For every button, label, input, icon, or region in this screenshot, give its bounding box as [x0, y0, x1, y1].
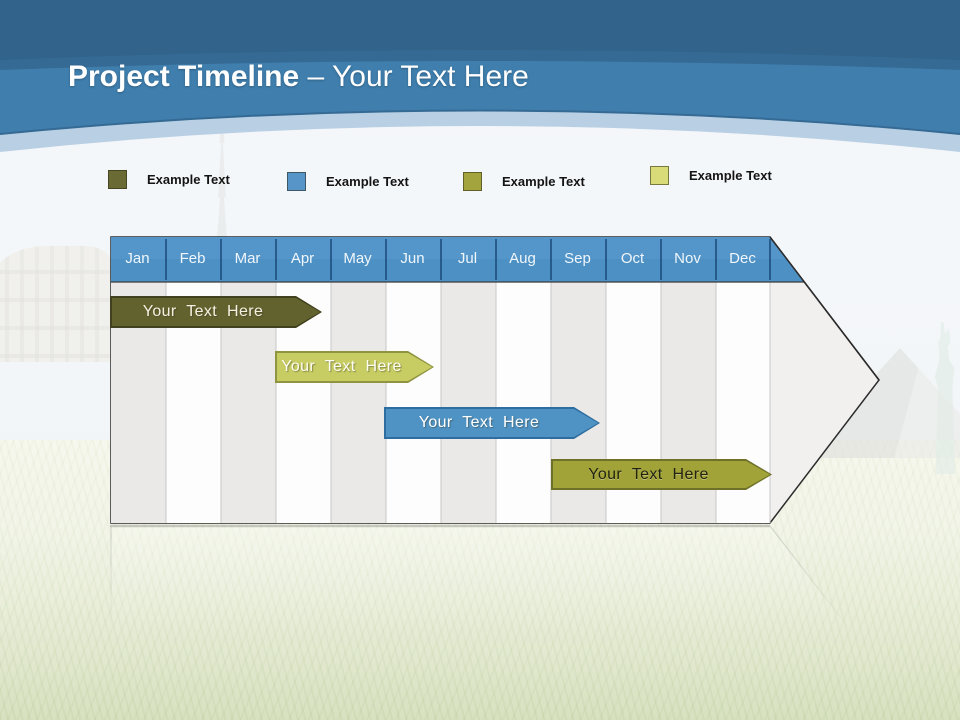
month-cell-feb[interactable]: Feb — [179, 250, 206, 267]
legend-item[interactable]: Example Text — [287, 172, 409, 191]
timeline-chart: Jan Feb Mar Apr May Jun Jul Aug Sep Oct … — [110, 236, 882, 524]
timeline-reflection — [110, 524, 882, 645]
month-cell-mar[interactable]: Mar — [234, 250, 261, 267]
legend-item[interactable]: Example Text — [463, 172, 585, 191]
timeline-bar-1[interactable]: Your Text Here — [110, 296, 322, 328]
legend-item[interactable]: Example Text — [108, 170, 230, 189]
timeline-bar-3-label: Your Text Here — [418, 414, 540, 431]
timeline-bar-4-label: Your Text Here — [588, 465, 709, 483]
month-cell-dec[interactable]: Dec — [729, 250, 756, 267]
timeline-bar-4[interactable]: Your Text Here — [551, 459, 772, 490]
slide-title-rest: – Your Text Here — [299, 60, 529, 93]
month-cell-jul[interactable]: Jul — [457, 250, 478, 267]
timeline-bar-1-fill — [112, 298, 320, 326]
timeline-bar-3-fill — [386, 409, 598, 437]
legend-label: Example Text — [689, 168, 772, 183]
month-cell-jun[interactable]: Jun — [400, 250, 425, 267]
timeline-bar-2-fill — [277, 353, 432, 381]
month-cell-sep[interactable]: Sep — [564, 250, 591, 267]
header-band — [0, 0, 960, 152]
timeline-bar-3[interactable]: Your Text Here — [384, 407, 600, 439]
month-cell-nov[interactable]: Nov — [674, 250, 701, 267]
timeline-bar-2[interactable]: Your Text Here — [275, 351, 434, 383]
timeline-bar-1-label: Your Text Here — [142, 303, 264, 320]
slide-title[interactable]: Project Timeline – Your Text Here — [68, 60, 529, 94]
legend-swatch — [650, 166, 669, 185]
month-cell-oct[interactable]: Oct — [620, 250, 645, 267]
legend-swatch — [463, 172, 482, 191]
legend-item[interactable]: Example Text — [650, 166, 772, 185]
legend-swatch — [108, 170, 127, 189]
slide-title-bold: Project Timeline — [68, 60, 300, 93]
timeline-bar-2-label: Your Text Here — [281, 358, 402, 375]
legend-swatch — [287, 172, 306, 191]
legend-label: Example Text — [326, 174, 409, 189]
month-cell-aug[interactable]: Aug — [509, 250, 536, 267]
timeline-bar-4-fill — [553, 461, 770, 488]
month-cell-may[interactable]: May — [343, 250, 372, 267]
legend-label: Example Text — [502, 174, 585, 189]
month-header-row: Jan Feb Mar Apr May Jun Jul Aug Sep Oct … — [110, 236, 770, 282]
legend-label: Example Text — [147, 172, 230, 187]
month-cell-jan[interactable]: Jan — [125, 250, 150, 267]
month-cell-apr[interactable]: Apr — [290, 250, 315, 267]
